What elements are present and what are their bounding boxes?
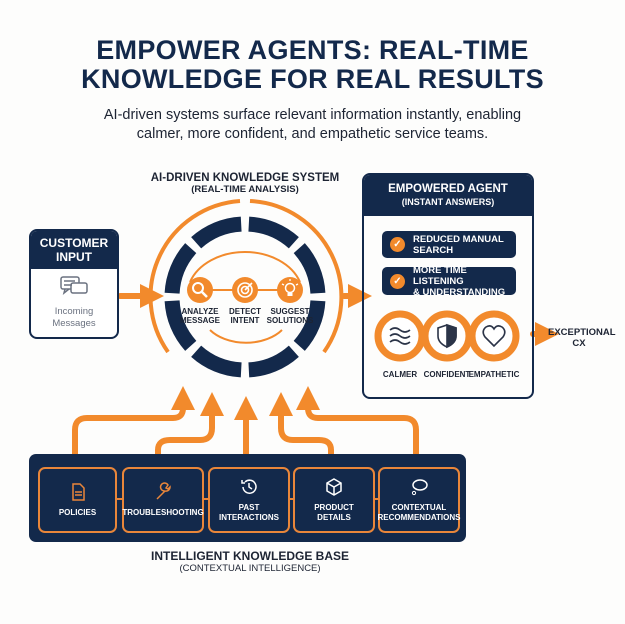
thought-bubble-icon: [411, 479, 428, 496]
trait-label: CALMER: [382, 370, 418, 379]
step-label-line: INTENT: [230, 316, 260, 325]
package-icon: [326, 478, 342, 496]
chat-bubbles-icon: [60, 276, 88, 295]
kb-item-label: CONTEXTUAL: [391, 503, 447, 512]
analysis-steps: [187, 277, 303, 303]
input-label: Messages: [52, 318, 96, 329]
empowered-agent-card: EMPOWERED AGENT (INSTANT ANSWERS): [362, 173, 534, 399]
knowledge-base-title: INTELLIGENT KNOWLEDGE BASE (CONTEXTUAL I…: [100, 550, 400, 575]
benefit-text: MORE TIME LISTENING: [413, 264, 467, 287]
header-text: INPUT: [56, 250, 92, 264]
system-outer-ring: [148, 199, 344, 354]
kb-item-label: RECOMMENDATIONS: [377, 513, 461, 522]
outcome-text: EXCEPTIONAL: [548, 327, 616, 338]
connector-arrow: [72, 386, 195, 459]
shield-icon: [437, 323, 457, 349]
connector-arrow: [296, 386, 419, 459]
kb-item-label: PAST: [238, 503, 260, 512]
kb-item-label: TROUBLESHOOTING: [122, 508, 204, 517]
step-label-line: SOLUTIONS: [266, 316, 314, 325]
trait-label: EMPATHETIC: [468, 370, 520, 379]
kb-title-text: INTELLIGENT KNOWLEDGE BASE: [151, 549, 349, 563]
kb-item-label: DETAILS: [317, 513, 351, 522]
waves-icon: [389, 327, 411, 345]
target-icon: [232, 277, 258, 303]
document-icon: [71, 483, 85, 501]
wrench-icon: [156, 482, 171, 500]
title-line: EMPOWER AGENTS: REAL-TIME: [96, 35, 529, 65]
ring-segment: [191, 345, 242, 378]
step-label-line: MESSAGE: [179, 316, 220, 325]
system-title: AI-DRIVEN KNOWLEDGE SYSTEM (REAL-TIME AN…: [145, 172, 345, 196]
trait-label: CONFIDENT: [423, 370, 471, 379]
step-label-line: ANALYZE: [181, 307, 219, 316]
kb-item: POLICIES: [38, 467, 117, 533]
magnifier-icon: [187, 277, 213, 303]
kb-item-label: INTERACTIONS: [219, 513, 279, 522]
agent-subtitle: (INSTANT ANSWERS): [401, 197, 495, 207]
benefit-text: SEARCH: [413, 244, 454, 256]
lightbulb-icon: [277, 277, 303, 303]
check-icon: ✓: [390, 273, 405, 289]
title-line: KNOWLEDGE FOR REAL RESULTS: [81, 64, 544, 94]
ring-segment: [164, 243, 197, 294]
ring-segment: [293, 300, 326, 351]
check-icon: ✓: [390, 237, 405, 252]
system-segmented-ring: [164, 216, 326, 378]
system-subtitle: (REAL-TIME ANALYSIS): [191, 184, 299, 195]
step-label-line: SUGGEST: [270, 307, 310, 316]
input-label: Incoming: [54, 306, 94, 317]
heart-icon: [482, 325, 506, 348]
subtitle-line: AI-driven systems surface relevant infor…: [103, 107, 522, 123]
subtitle-line: calmer, more confident, and empathetic s…: [136, 126, 489, 142]
benefit-item: ✓ MORE TIME LISTENING& UNDERSTANDING: [382, 264, 516, 298]
kb-item: TROUBLESHOOTING: [122, 467, 204, 533]
header-text: CUSTOMER: [39, 236, 109, 250]
agent-header: EMPOWERED AGENT (INSTANT ANSWERS): [364, 175, 532, 216]
kb-item-label: PRODUCT: [314, 503, 354, 512]
kb-item-label: POLICIES: [58, 508, 97, 517]
ring-segment: [248, 345, 299, 378]
history-icon: [241, 479, 257, 494]
customer-input-card: CUSTOMER INPUT Incoming Messages: [29, 229, 119, 339]
system-title-text: AI-DRIVEN KNOWLEDGE SYSTEM: [150, 172, 340, 184]
benefit-text: REDUCED MANUAL: [413, 233, 504, 245]
benefit-text: & UNDERSTANDING: [413, 286, 506, 298]
empathetic-circle: [468, 310, 520, 362]
agent-title: EMPOWERED AGENT: [388, 183, 508, 195]
outcome-label: EXCEPTIONAL CX: [548, 327, 616, 349]
ring-segment: [191, 216, 242, 249]
ring-segment: [248, 216, 299, 249]
connector-arrow: [269, 392, 334, 459]
customer-input-header: CUSTOMER INPUT: [31, 231, 117, 269]
kb-subtitle: (CONTEXTUAL INTELLIGENCE): [179, 563, 321, 574]
ring-segment: [164, 300, 197, 351]
step-label-line: DETECT: [229, 307, 261, 316]
page-subtitle: AI-driven systems surface relevant infor…: [0, 106, 625, 144]
outcome-text: CX: [572, 338, 586, 349]
connector-arrow: [155, 392, 224, 459]
page-title: EMPOWER AGENTS: REAL-TIME KNOWLEDGE FOR …: [0, 36, 625, 94]
ring-segment: [293, 243, 326, 294]
